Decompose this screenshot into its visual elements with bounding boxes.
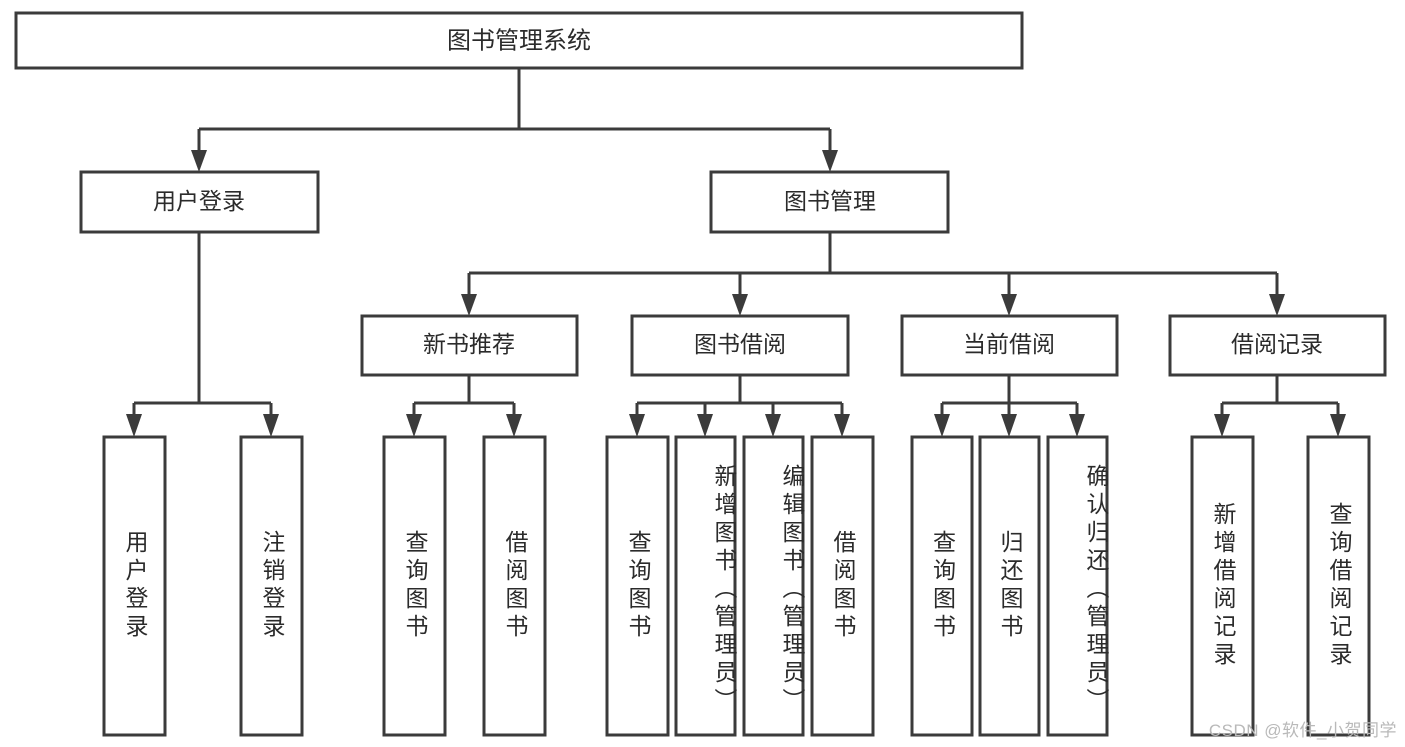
node-label-book-borrow: 图书借阅: [694, 331, 786, 357]
arrowhead-leaf-return-book: [1001, 414, 1017, 437]
arrowhead-borrow-record: [1269, 294, 1285, 316]
node-box-leaf-query-book-2[interactable]: [605, 435, 670, 737]
arrowhead-leaf-add-record: [1214, 414, 1230, 437]
node-label-new-book-recommend: 新书推荐: [423, 331, 515, 357]
node-box-leaf-query-book-1[interactable]: [382, 435, 447, 737]
arrowhead-leaf-query-book-3: [934, 414, 950, 437]
arrowhead-leaf-add-book: [697, 414, 713, 437]
node-label-borrow-record: 借阅记录: [1231, 331, 1323, 357]
arrowhead-current-borrow: [1001, 294, 1017, 316]
node-box-leaf-return-book[interactable]: [978, 435, 1041, 737]
node-box-leaf-add-book[interactable]: [674, 435, 737, 737]
node-box-book-borrow[interactable]: [630, 314, 850, 377]
node-box-leaf-edit-book[interactable]: [742, 435, 805, 737]
arrowhead-leaf-logout-login: [263, 414, 279, 437]
node-label-current-borrow: 当前借阅: [963, 331, 1055, 357]
node-box-leaf-query-record[interactable]: [1306, 435, 1371, 737]
connector-layer: [126, 68, 1346, 437]
arrowhead-leaf-query-book-1: [406, 414, 422, 437]
node-box-leaf-logout-login[interactable]: [239, 435, 304, 737]
node-box-book-management[interactable]: [709, 170, 950, 234]
node-box-leaf-user-login[interactable]: [102, 435, 167, 737]
node-box-root[interactable]: [14, 11, 1024, 70]
node-layer: 图书管理系统 用户登录 图书管理 新书推荐 图书借阅 当前借阅 借阅记录: [14, 11, 1387, 737]
node-box-leaf-query-book-3[interactable]: [910, 435, 974, 737]
node-box-leaf-confirm-return[interactable]: [1046, 435, 1109, 737]
node-label-root: 图书管理系统: [447, 27, 591, 54]
node-box-user-login[interactable]: [79, 170, 320, 234]
node-box-current-borrow[interactable]: [900, 314, 1119, 377]
arrowhead-user-login: [191, 150, 207, 172]
node-box-leaf-borrow-book-1[interactable]: [482, 435, 547, 737]
arrowhead-leaf-query-book-2: [629, 414, 645, 437]
node-box-leaf-borrow-book-2[interactable]: [810, 435, 875, 737]
node-label-book-management: 图书管理: [784, 188, 876, 214]
arrowhead-leaf-query-record: [1330, 414, 1346, 437]
node-label-user-login: 用户登录: [153, 188, 245, 214]
arrowhead-leaf-borrow-book-1: [506, 414, 522, 437]
arrowhead-leaf-borrow-book-2: [834, 414, 850, 437]
arrowhead-new-book-recommend: [461, 294, 477, 316]
arrowhead-leaf-edit-book: [765, 414, 781, 437]
node-box-borrow-record[interactable]: [1168, 314, 1387, 377]
arrowhead-leaf-user-login: [126, 414, 142, 437]
node-box-new-book-recommend[interactable]: [360, 314, 579, 377]
arrowhead-leaf-confirm-return: [1069, 414, 1085, 437]
node-box-leaf-add-record[interactable]: [1190, 435, 1255, 737]
arrowhead-book-management: [822, 150, 838, 172]
arrowhead-book-borrow: [732, 294, 748, 316]
